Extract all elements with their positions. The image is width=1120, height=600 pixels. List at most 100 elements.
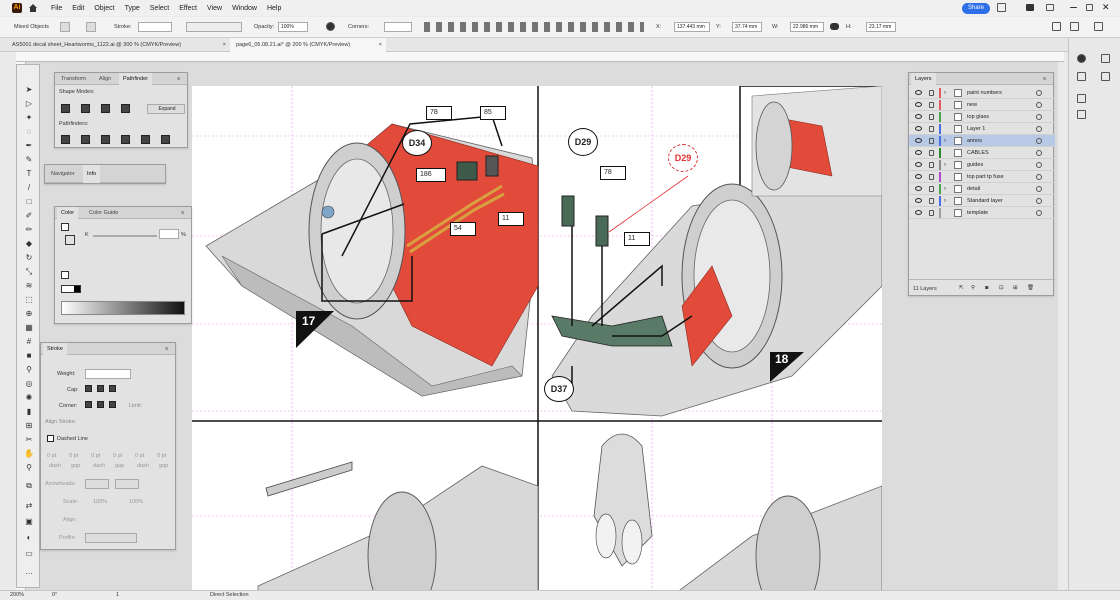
- color-spectrum[interactable]: [61, 301, 185, 315]
- layer-row[interactable]: ›detail: [909, 183, 1055, 195]
- restore-icon[interactable]: [1086, 4, 1093, 11]
- outline-icon[interactable]: [141, 135, 150, 144]
- eye-icon[interactable]: [915, 186, 922, 191]
- rotation-angle[interactable]: 0°: [52, 592, 58, 598]
- layer-name[interactable]: detail: [967, 186, 981, 192]
- quick-swatches[interactable]: [61, 285, 81, 293]
- end-arrowhead-select[interactable]: [115, 479, 139, 489]
- tab-info[interactable]: Info: [83, 165, 101, 183]
- canvas[interactable]: D34 D29 D29 D37 78 85 186 54 11 78 11 17…: [26, 62, 1058, 590]
- merge-icon[interactable]: [101, 135, 110, 144]
- locate-object-icon[interactable]: ⚲: [971, 285, 976, 291]
- stroke-swatch[interactable]: [65, 235, 75, 245]
- blend-tool-icon[interactable]: ◎: [25, 379, 33, 388]
- weight-field[interactable]: [85, 369, 131, 379]
- tab-pathfinder[interactable]: Pathfinder: [119, 73, 153, 85]
- eye-icon[interactable]: [915, 210, 922, 215]
- lasso-icon[interactable]: ◌: [26, 127, 32, 136]
- selection-tool-icon[interactable]: ➤: [25, 85, 33, 94]
- menu-window[interactable]: Window: [232, 4, 257, 12]
- target-icon[interactable]: [1036, 198, 1042, 204]
- menu-type[interactable]: Type: [124, 4, 140, 12]
- paint-box-78-right[interactable]: 78: [600, 166, 626, 180]
- lock-icon[interactable]: [929, 162, 934, 168]
- w-field[interactable]: 22.986 mm: [790, 22, 824, 32]
- paint-box-78[interactable]: 78: [426, 106, 452, 120]
- minus-back-icon[interactable]: [161, 135, 170, 144]
- menu-select[interactable]: Select: [149, 4, 170, 12]
- gradient-tool-icon[interactable]: ■: [26, 351, 32, 360]
- miter-join-icon[interactable]: [85, 401, 92, 408]
- x-field[interactable]: 137.443 mm: [674, 22, 710, 32]
- intersect-icon[interactable]: [101, 104, 110, 113]
- start-scale[interactable]: 100%: [93, 499, 108, 505]
- links-icon[interactable]: [1101, 72, 1110, 81]
- home-icon[interactable]: [28, 3, 38, 13]
- magic-wand-icon[interactable]: ✦: [25, 113, 33, 122]
- libraries-icon[interactable]: [1077, 72, 1086, 81]
- profile-select[interactable]: [85, 533, 137, 543]
- zoom-level[interactable]: 200%: [10, 592, 25, 598]
- constrain-proportions-icon[interactable]: [830, 23, 839, 30]
- more-tools-icon[interactable]: …: [25, 567, 33, 576]
- symbol-sprayer-icon[interactable]: ✺: [25, 393, 33, 402]
- target-icon[interactable]: [1036, 186, 1042, 192]
- eye-icon[interactable]: [915, 114, 922, 119]
- eye-icon[interactable]: [915, 102, 922, 107]
- shaper-icon[interactable]: ✏: [25, 225, 33, 234]
- bevel-join-icon[interactable]: [109, 401, 116, 408]
- close-tab-icon[interactable]: ×: [222, 42, 226, 48]
- menu-file[interactable]: File: [51, 4, 63, 12]
- new-sublayer-icon[interactable]: ⊡: [999, 285, 1004, 291]
- layer-name[interactable]: CABLES: [967, 150, 989, 156]
- delete-layer-icon[interactable]: 🗑: [1027, 285, 1034, 291]
- screen-mode-icon[interactable]: ▭: [25, 549, 33, 558]
- corners-field[interactable]: [384, 22, 412, 32]
- free-transform-icon[interactable]: ⬚: [25, 295, 33, 304]
- rotate-tool-icon[interactable]: ↻: [25, 253, 33, 262]
- clipping-mask-icon[interactable]: ◙: [985, 285, 989, 291]
- end-scale[interactable]: 100%: [129, 499, 144, 505]
- tab-transform[interactable]: Transform: [61, 76, 86, 82]
- layer-name[interactable]: template: [967, 210, 989, 216]
- collect-export-icon[interactable]: ⇱: [959, 285, 964, 291]
- layer-row[interactable]: Layer 1: [909, 123, 1055, 135]
- crop-icon[interactable]: [121, 135, 130, 144]
- swap-fill-stroke-icon[interactable]: ⇄: [25, 501, 33, 510]
- distribute-icon[interactable]: [1070, 22, 1079, 31]
- properties-icon[interactable]: [1077, 54, 1086, 63]
- layer-name[interactable]: top glass: [967, 114, 990, 120]
- close-tab-icon[interactable]: ×: [378, 42, 382, 48]
- close-window-icon[interactable]: ✕: [1102, 2, 1110, 12]
- panel-menu-icon[interactable]: [1094, 22, 1103, 31]
- dashed-line-checkbox[interactable]: [47, 435, 54, 442]
- paint-box-54[interactable]: 54: [450, 222, 476, 236]
- tab-decal-sheet[interactable]: AS5001 decal sheet_Heartworms_1122.ai @ …: [6, 38, 230, 52]
- eye-icon[interactable]: [915, 174, 922, 179]
- paintbrush-icon[interactable]: ✐: [25, 211, 33, 220]
- color-mode-icon[interactable]: ▣: [25, 517, 33, 526]
- graph-tool-icon[interactable]: ▮: [26, 407, 32, 416]
- perspective-icon[interactable]: ▦: [25, 323, 33, 332]
- horizontal-ruler[interactable]: [16, 52, 1064, 62]
- menu-edit[interactable]: Edit: [72, 4, 85, 12]
- eyedropper-icon[interactable]: ⚲: [26, 365, 32, 374]
- fill-swatch[interactable]: [61, 223, 69, 231]
- lock-icon[interactable]: [929, 150, 934, 156]
- paint-box-85[interactable]: 85: [480, 106, 506, 120]
- tab-color[interactable]: Color: [57, 207, 79, 219]
- unite-icon[interactable]: [61, 104, 70, 113]
- layer-row[interactable]: ›guides: [909, 159, 1055, 171]
- expand-arrow-icon[interactable]: ›: [944, 198, 946, 204]
- variable-width-select[interactable]: [186, 22, 242, 32]
- scale-tool-icon[interactable]: ⤡: [25, 267, 33, 276]
- minimize-icon[interactable]: [1070, 7, 1077, 8]
- artboard-tool-icon[interactable]: ⊞: [25, 421, 33, 430]
- align-icons[interactable]: [424, 22, 644, 32]
- export-icon[interactable]: [1077, 94, 1086, 103]
- shape-builder-icon[interactable]: ⊕: [25, 309, 33, 318]
- pen-tool-icon[interactable]: ✒: [25, 141, 33, 150]
- menu-object[interactable]: Object: [94, 4, 115, 12]
- layer-name[interactable]: top part tp fuse: [967, 174, 1004, 180]
- transform-icon[interactable]: [1052, 22, 1061, 31]
